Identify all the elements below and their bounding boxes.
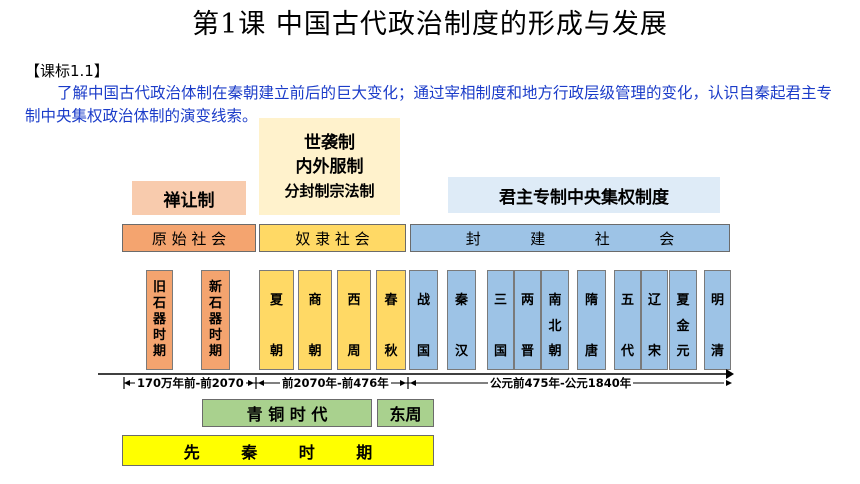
slave-society-label: 奴 隶 社 会	[295, 229, 370, 248]
period-char: 秦	[454, 293, 468, 308]
period-suitang: 隋唐	[577, 270, 606, 370]
period-char: 秋	[384, 344, 398, 359]
period-char: 国	[416, 344, 430, 359]
feudal-society-bar: 封 建 社 会	[410, 224, 730, 252]
junzhu-box: 君主专制中央集权制度	[448, 177, 720, 213]
period-char: 夏	[676, 293, 690, 308]
period-liaosong: 辽宋	[641, 270, 668, 370]
period-char: 三	[493, 293, 507, 308]
period-char: 唐	[584, 344, 598, 359]
pre-qin-char: 时	[298, 442, 315, 462]
period-char: 国	[493, 344, 507, 359]
timeline-label-1: 170万年前-前2070	[135, 375, 246, 391]
period-char: 明	[710, 293, 724, 308]
period-char: 隋	[584, 293, 598, 308]
pre-qin-char: 秦	[241, 442, 258, 462]
dongzhou-label: 东周	[389, 405, 422, 424]
period-char: 辽	[647, 293, 661, 308]
slave-system-box: 世袭制 内外服制 分封制宗法制	[259, 118, 400, 215]
period-mingqing: 明清	[704, 270, 731, 370]
period-xia: 夏朝	[259, 270, 294, 370]
period-qinhan: 秦汉	[447, 270, 476, 370]
period-char: 金	[676, 318, 690, 334]
period-char: 朝	[308, 344, 322, 359]
period-char: 代	[620, 344, 634, 359]
period-old-stone: 旧石器时期	[146, 270, 173, 370]
period-sanguo: 三国	[487, 270, 514, 370]
period-wudai: 五代	[614, 270, 641, 370]
period-char: 元	[676, 344, 690, 359]
shanrang-box: 禅让制	[132, 181, 246, 215]
period-char: 清	[710, 344, 724, 359]
feudal-society-char: 建	[530, 229, 546, 248]
period-char: 北	[548, 318, 562, 334]
period-xizhou: 西周	[337, 270, 371, 370]
period-char: 南	[548, 293, 562, 308]
period-char: 时	[208, 328, 222, 343]
period-char: 周	[347, 344, 361, 359]
period-char: 战	[416, 293, 430, 308]
page-title: 第1课 中国古代政治制度的形成与发展	[192, 9, 668, 40]
feudal-society-char: 会	[659, 229, 675, 248]
period-char: 时	[152, 328, 166, 343]
standard-text: 了解中国古代政治体制在秦朝建立前后的巨大变化；通过宰相制度和地方行政层级管理的变…	[25, 84, 833, 125]
primitive-society-label: 原 始 社 会	[151, 229, 227, 248]
period-char: 宋	[647, 344, 661, 359]
primitive-society-bar: 原 始 社 会	[122, 224, 256, 252]
period-char: 石	[152, 296, 166, 311]
period-char: 西	[347, 293, 361, 308]
feudal-society-char: 封	[465, 229, 481, 248]
period-char: 石	[208, 296, 222, 311]
junzhu-label: 君主专制中央集权制度	[499, 187, 669, 208]
shanrang-label: 禅让制	[163, 190, 215, 211]
period-char: 春	[384, 293, 398, 308]
slave-society-bar: 奴 隶 社 会	[259, 224, 406, 252]
period-chunqiu: 春秋	[376, 270, 406, 370]
period-char: 晋	[520, 344, 534, 359]
timeline-label-3: 公元前475年-公元1840年	[488, 375, 634, 391]
period-nanbeichao: 南北朝	[541, 270, 569, 370]
period-char: 夏	[269, 293, 283, 308]
period-char: 期	[208, 344, 222, 359]
period-new-stone: 新石器时期	[201, 270, 230, 370]
shixi-label: 世袭制	[304, 132, 355, 153]
neiwai-label: 内外服制	[295, 156, 364, 177]
period-char: 期	[152, 344, 166, 359]
period-xiajinyuan: 夏金元	[669, 270, 697, 370]
period-char: 器	[208, 312, 222, 327]
period-char: 旧	[152, 280, 166, 295]
period-char: 两	[520, 293, 534, 308]
period-liangjin: 两晋	[514, 270, 541, 370]
standard-label: 【课标1.1】	[25, 62, 109, 80]
period-char: 五	[620, 293, 634, 308]
bronze-age-bar: 青 铜 时 代	[202, 399, 372, 427]
period-char: 器	[152, 312, 166, 327]
bronze-age-label: 青 铜 时 代	[246, 405, 328, 424]
period-char: 朝	[548, 344, 562, 359]
pre-qin-char: 期	[356, 442, 373, 462]
fenfeng-label: 分封制宗法制	[284, 181, 375, 200]
period-zhanguo: 战国	[409, 270, 438, 370]
period-char: 商	[308, 293, 322, 308]
period-shang: 商朝	[298, 270, 332, 370]
timeline-label-2: 前2070年-前476年	[280, 375, 391, 391]
period-char: 汉	[454, 344, 468, 359]
period-char: 新	[208, 280, 222, 295]
dongzhou-bar: 东周	[377, 399, 434, 427]
period-char: 朝	[269, 344, 283, 359]
pre-qin-bar: 先 秦 时 期	[122, 435, 434, 466]
pre-qin-char: 先	[183, 442, 200, 462]
feudal-society-char: 社	[594, 229, 610, 248]
